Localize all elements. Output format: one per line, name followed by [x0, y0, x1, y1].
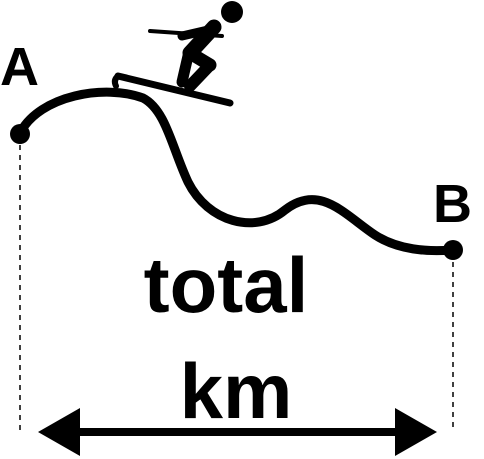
skier-arm: [177, 25, 213, 41]
skier-icon: [111, 1, 243, 107]
slope-profile-curve: [15, 87, 457, 256]
skier-ski-tip: [111, 73, 121, 89]
distance-arrow: [38, 408, 437, 456]
end-label: B: [433, 174, 472, 234]
distance-label-line2: km: [180, 347, 293, 435]
distance-arrow-right-head: [395, 408, 437, 456]
end-point-marker: [443, 240, 463, 260]
skier-shin: [184, 59, 216, 92]
skier-head: [221, 1, 243, 23]
start-label: A: [0, 37, 39, 97]
distance-arrow-left-head: [38, 408, 80, 456]
skier-ski: [114, 72, 234, 107]
skier-rear-leg: [176, 50, 194, 88]
distance-label-line1: total: [144, 241, 309, 329]
start-point-marker: [10, 124, 30, 144]
